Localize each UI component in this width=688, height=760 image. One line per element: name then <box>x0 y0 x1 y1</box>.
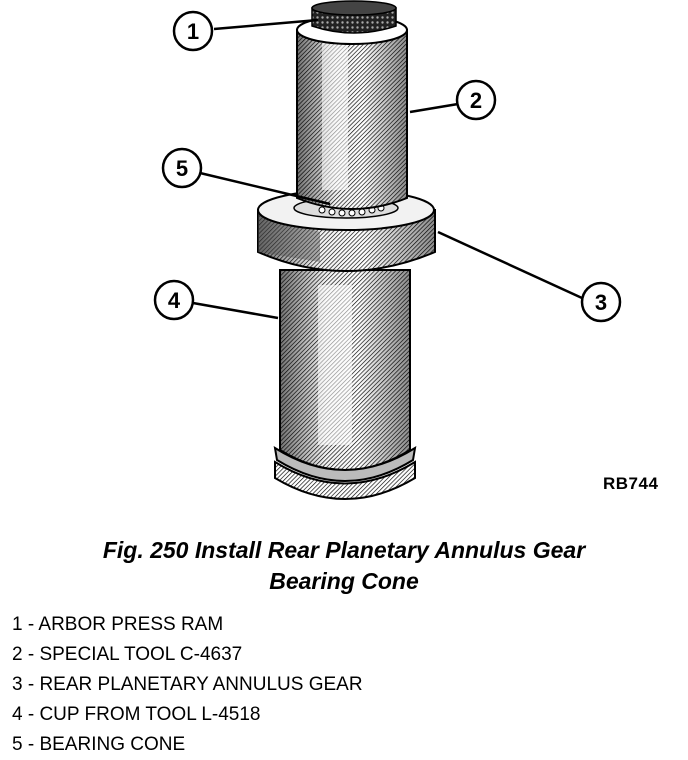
figure-caption: Fig. 250 Install Rear Planetary Annulus … <box>0 535 688 597</box>
leader-line-2 <box>409 102 459 114</box>
figure-caption-line-2: Bearing Cone <box>269 568 419 594</box>
cup-from-tool-part <box>273 269 417 500</box>
svg-text:4: 4 <box>168 288 181 313</box>
leader-line-5 <box>199 171 331 206</box>
leader-line-1 <box>213 18 319 31</box>
legend-item: 1 - ARBOR PRESS RAM <box>12 614 224 635</box>
arbor-press-ram-part <box>311 0 397 34</box>
legend-item: 2 - SPECIAL TOOL C-4637 <box>12 644 243 665</box>
callout-1: 1 <box>172 10 214 52</box>
callout-3: 3 <box>580 281 622 323</box>
legend-item: 5 - BEARING CONE <box>12 734 186 755</box>
tool-installation-diagram: 1 2 5 3 4 <box>153 0 622 500</box>
svg-text:3: 3 <box>595 290 607 315</box>
figure-caption-line-1: Fig. 250 Install Rear Planetary Annulus … <box>102 537 586 563</box>
figure-reference-code: RB744 <box>603 474 659 493</box>
leader-line-4 <box>192 301 279 320</box>
leader-line-3 <box>437 230 583 300</box>
leader-lines <box>192 18 583 320</box>
legend-item: 4 - CUP FROM TOOL L-4518 <box>12 704 261 725</box>
callout-2: 2 <box>455 79 497 121</box>
svg-text:5: 5 <box>176 156 188 181</box>
parts-legend: 1 - ARBOR PRESS RAM 2 - SPECIAL TOOL C-4… <box>12 610 363 760</box>
svg-text:1: 1 <box>187 19 199 44</box>
svg-text:2: 2 <box>470 88 482 113</box>
callout-4: 4 <box>153 279 195 321</box>
special-tool-part <box>296 15 408 210</box>
legend-item: 3 - REAR PLANETARY ANNULUS GEAR <box>12 674 363 695</box>
callout-5: 5 <box>161 147 203 189</box>
